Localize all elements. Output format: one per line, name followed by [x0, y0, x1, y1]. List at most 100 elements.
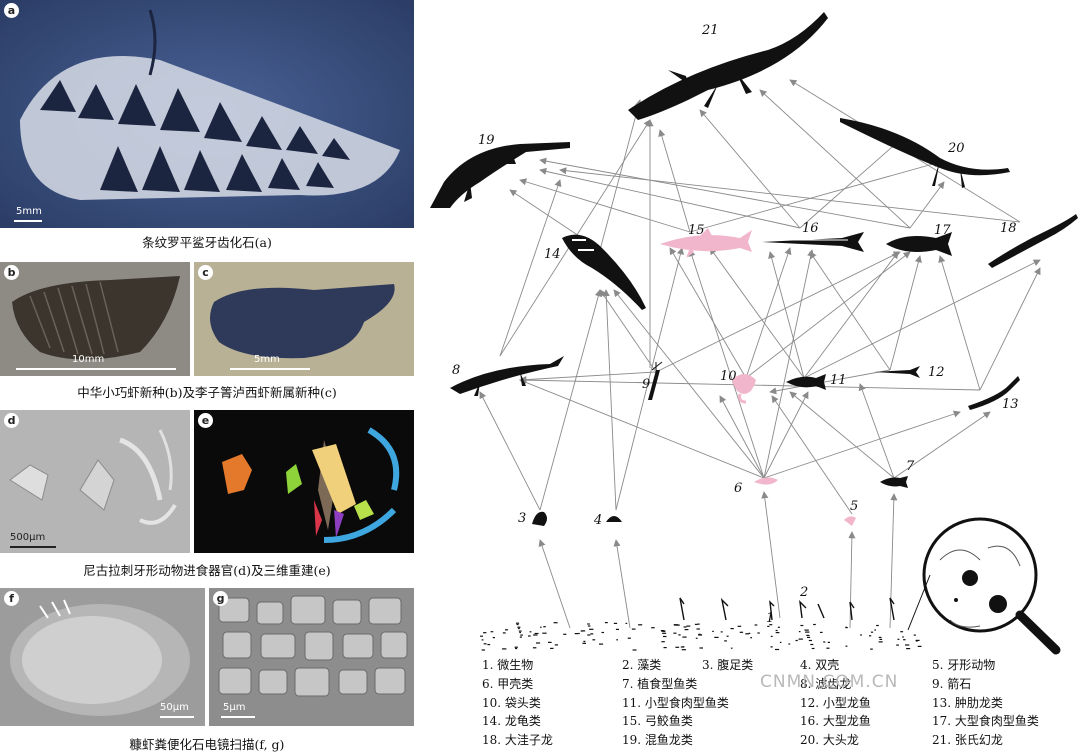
microbe-dot — [502, 648, 507, 650]
microbe-dot — [906, 648, 911, 650]
panel-label-b: b — [4, 265, 19, 280]
organism-number-7: 7 — [906, 459, 915, 474]
organism-number-1: 1 — [766, 611, 774, 626]
microbe-dot — [737, 625, 742, 627]
photo-panel-b: b 10mm — [0, 262, 190, 376]
microbe-dot — [813, 623, 816, 626]
organism-20-macrocnemus — [840, 118, 1010, 188]
microbe-dot — [730, 647, 733, 649]
organism-number-12: 12 — [928, 365, 945, 380]
microbe-dot — [516, 623, 519, 626]
microbe-dot — [682, 646, 685, 648]
feeding-arrow — [689, 160, 941, 233]
microbe-dot — [807, 636, 811, 638]
microbe-dot — [613, 622, 618, 624]
panel-label-a: a — [4, 3, 19, 18]
panel-label-e: e — [198, 413, 213, 428]
microbe-dot — [730, 628, 734, 630]
organism-2-algae — [679, 597, 895, 621]
microbe-dot — [897, 638, 900, 640]
feeding-arrow — [803, 251, 899, 379]
microbe-dot — [902, 636, 904, 638]
microbe-dot — [592, 639, 596, 641]
microbe-dot — [798, 638, 803, 640]
microbe-dot — [720, 631, 723, 633]
feeding-arrow — [479, 391, 541, 511]
feeding-arrow — [719, 395, 765, 479]
legend-item: 13. 肿肋龙类 — [932, 696, 1003, 710]
organism-7-herbivorous-fish — [880, 476, 908, 488]
microbe-dot — [590, 633, 594, 635]
microbe-dot — [678, 634, 681, 636]
microbe-dot — [680, 646, 685, 648]
microbe-dot — [532, 647, 537, 649]
microbe-dot — [775, 648, 780, 651]
microbe-dot — [696, 628, 700, 630]
microbe-dot — [805, 631, 810, 633]
organism-number-20: 20 — [947, 141, 965, 156]
microbe-dot — [779, 641, 782, 643]
microbe-dot — [870, 648, 873, 650]
organism-1-microbes — [480, 622, 922, 651]
caption-de: 尼古拉刺牙形动物进食器官(d)及三维重建(e) — [83, 563, 331, 578]
conodont-3d-reconstruction — [194, 410, 414, 553]
microbe-dot — [724, 640, 727, 642]
feeding-arrow — [519, 178, 691, 233]
caption-bc: 中华小巧虾新种(b)及李子箐泸西虾新属新种(c) — [77, 385, 337, 400]
feeding-arrow — [745, 247, 792, 379]
microbe-dot — [599, 643, 604, 645]
microbe-dot — [876, 624, 879, 627]
scale-text-c: 5mm — [254, 354, 280, 365]
microbe-dot — [775, 629, 778, 632]
scale-bar-a — [14, 220, 42, 222]
feeding-arrow — [769, 369, 891, 395]
feeding-arrow — [655, 251, 901, 373]
scale-bar-f — [160, 716, 194, 718]
organism-number-21: 21 — [701, 23, 719, 38]
microbe-dot — [548, 641, 552, 643]
organism-18-dawazisaurus — [988, 214, 1078, 268]
feeding-arrow — [763, 410, 961, 479]
feeding-arrow — [889, 255, 922, 371]
microbe-dot — [587, 634, 591, 636]
microbe-dot — [681, 649, 686, 651]
feeding-arrow — [809, 251, 891, 371]
microbe-dot — [845, 645, 848, 647]
microbe-dot — [726, 635, 729, 637]
feeding-arrow — [763, 249, 815, 479]
microbe-dot — [686, 625, 691, 627]
legend-item: 20. 大头龙 — [800, 733, 859, 747]
legend-item: 11. 小型食肉型鱼类 — [622, 696, 729, 710]
microbe-dot — [695, 637, 698, 639]
microbe-dot — [714, 636, 719, 638]
microbe-dot — [533, 634, 538, 636]
microbe-dot — [767, 625, 770, 627]
legend-item: 1. 微生物 — [482, 658, 534, 672]
microbe-dot — [651, 627, 655, 629]
legend-item: 16. 大型龙鱼 — [800, 714, 871, 728]
microbe-dot — [697, 623, 700, 625]
organism-number-14: 14 — [544, 247, 561, 262]
panel-label-f: f — [4, 591, 19, 606]
microbe-dot — [800, 624, 804, 627]
microbe-dot — [777, 626, 780, 628]
feeding-arrow — [539, 157, 911, 229]
scale-bar-c — [230, 368, 310, 370]
microbe-dot — [542, 632, 547, 634]
microbe-dot — [519, 636, 522, 638]
organism-number-18: 18 — [1000, 221, 1017, 236]
microbe-dot — [682, 636, 687, 638]
organism-number-9: 9 — [642, 377, 650, 392]
feeding-arrow — [669, 247, 747, 379]
microbe-dot — [483, 643, 487, 645]
feeding-arrow — [688, 249, 765, 479]
microbe-dot — [490, 631, 494, 633]
microbe-dot — [550, 647, 554, 649]
microbe-dot — [678, 624, 680, 626]
microbe-dot — [517, 627, 520, 630]
photo-panel-c: c 5mm — [194, 262, 414, 376]
scale-text-f: 50μm — [160, 702, 189, 713]
feeding-arrow — [615, 247, 684, 511]
